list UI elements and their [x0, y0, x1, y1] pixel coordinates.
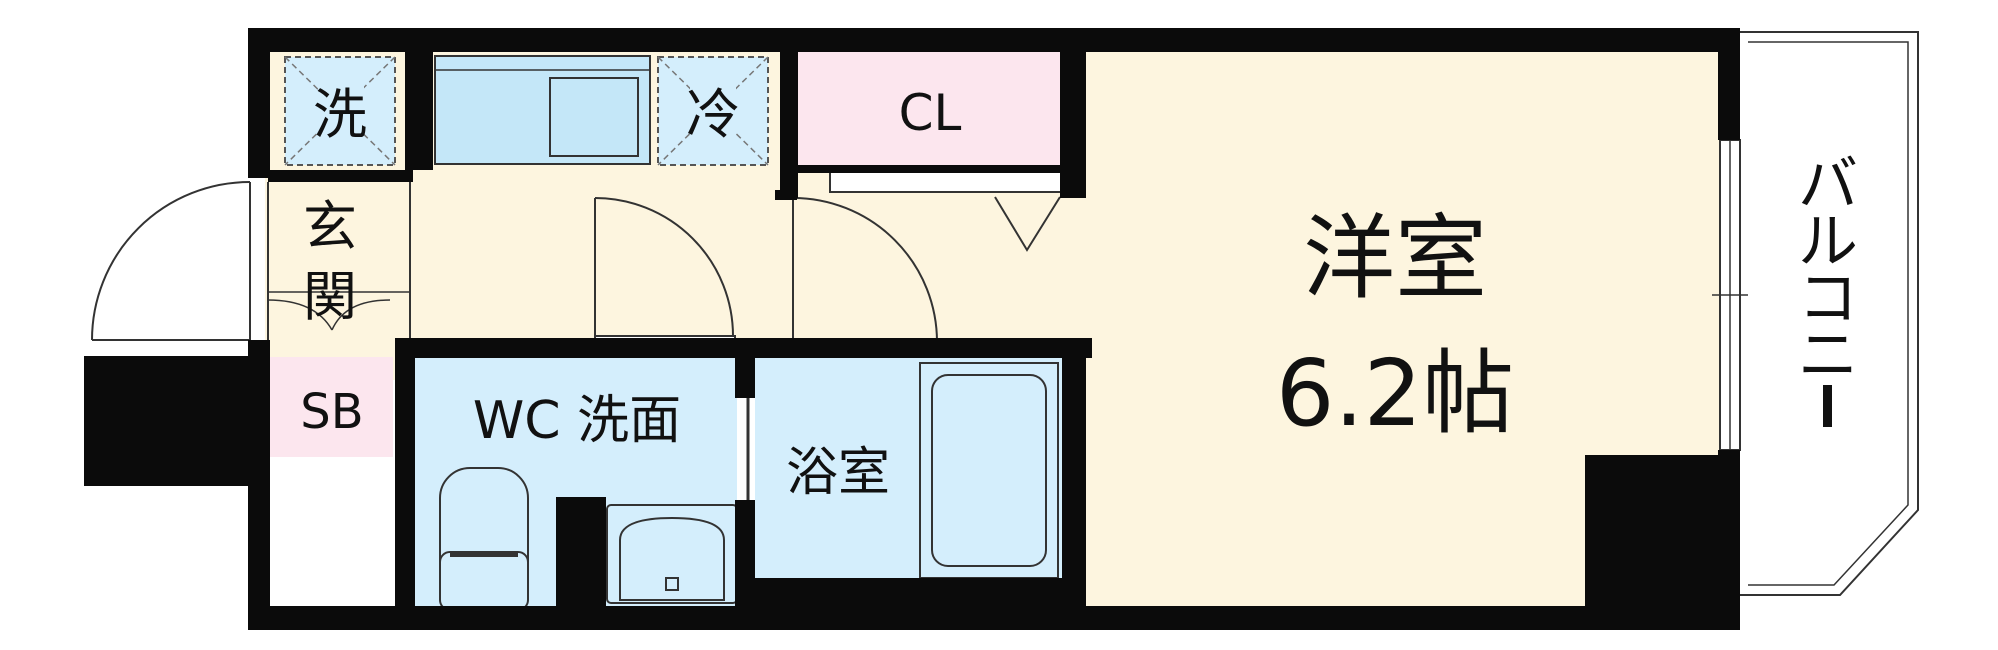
- balcony-char-2: ル: [1798, 207, 1858, 277]
- balcony-char-3: コ: [1798, 264, 1858, 334]
- shoe-box-floor: [268, 357, 393, 457]
- toilet: [439, 467, 529, 611]
- entry-door: [91, 181, 251, 341]
- washer-space: [284, 56, 396, 166]
- kitchen-counter: [434, 55, 651, 165]
- entrance-label-2: 関: [303, 265, 357, 328]
- washbasin: [606, 504, 738, 604]
- western-room-label: 洋室: [1303, 205, 1487, 312]
- closet-label: CL: [899, 84, 962, 142]
- balcony-char-1: バ: [1798, 150, 1858, 220]
- shoe-box-label: SB: [300, 384, 363, 440]
- bathroom-label: 浴室: [786, 443, 890, 503]
- genkan-step: [267, 182, 411, 345]
- room-door: [792, 197, 938, 343]
- closet-floor: [795, 52, 1060, 170]
- fridge-space: [657, 56, 769, 166]
- walls: [84, 28, 1740, 630]
- washer-label: 洗: [313, 83, 367, 146]
- balcony-char-4: ニ: [1798, 321, 1858, 391]
- balcony-label: バ ル コ ニ: [1798, 150, 1858, 427]
- balcony-dash-mark: [1823, 385, 1832, 427]
- bathtub: [919, 362, 1059, 579]
- fridge-label: 冷: [686, 83, 740, 146]
- entrance-label-1: 玄: [303, 195, 357, 258]
- western-room-size: 6.2帖: [1276, 340, 1514, 447]
- balcony: [1740, 31, 1919, 596]
- wc-washroom-label: WC 洗面: [473, 391, 681, 451]
